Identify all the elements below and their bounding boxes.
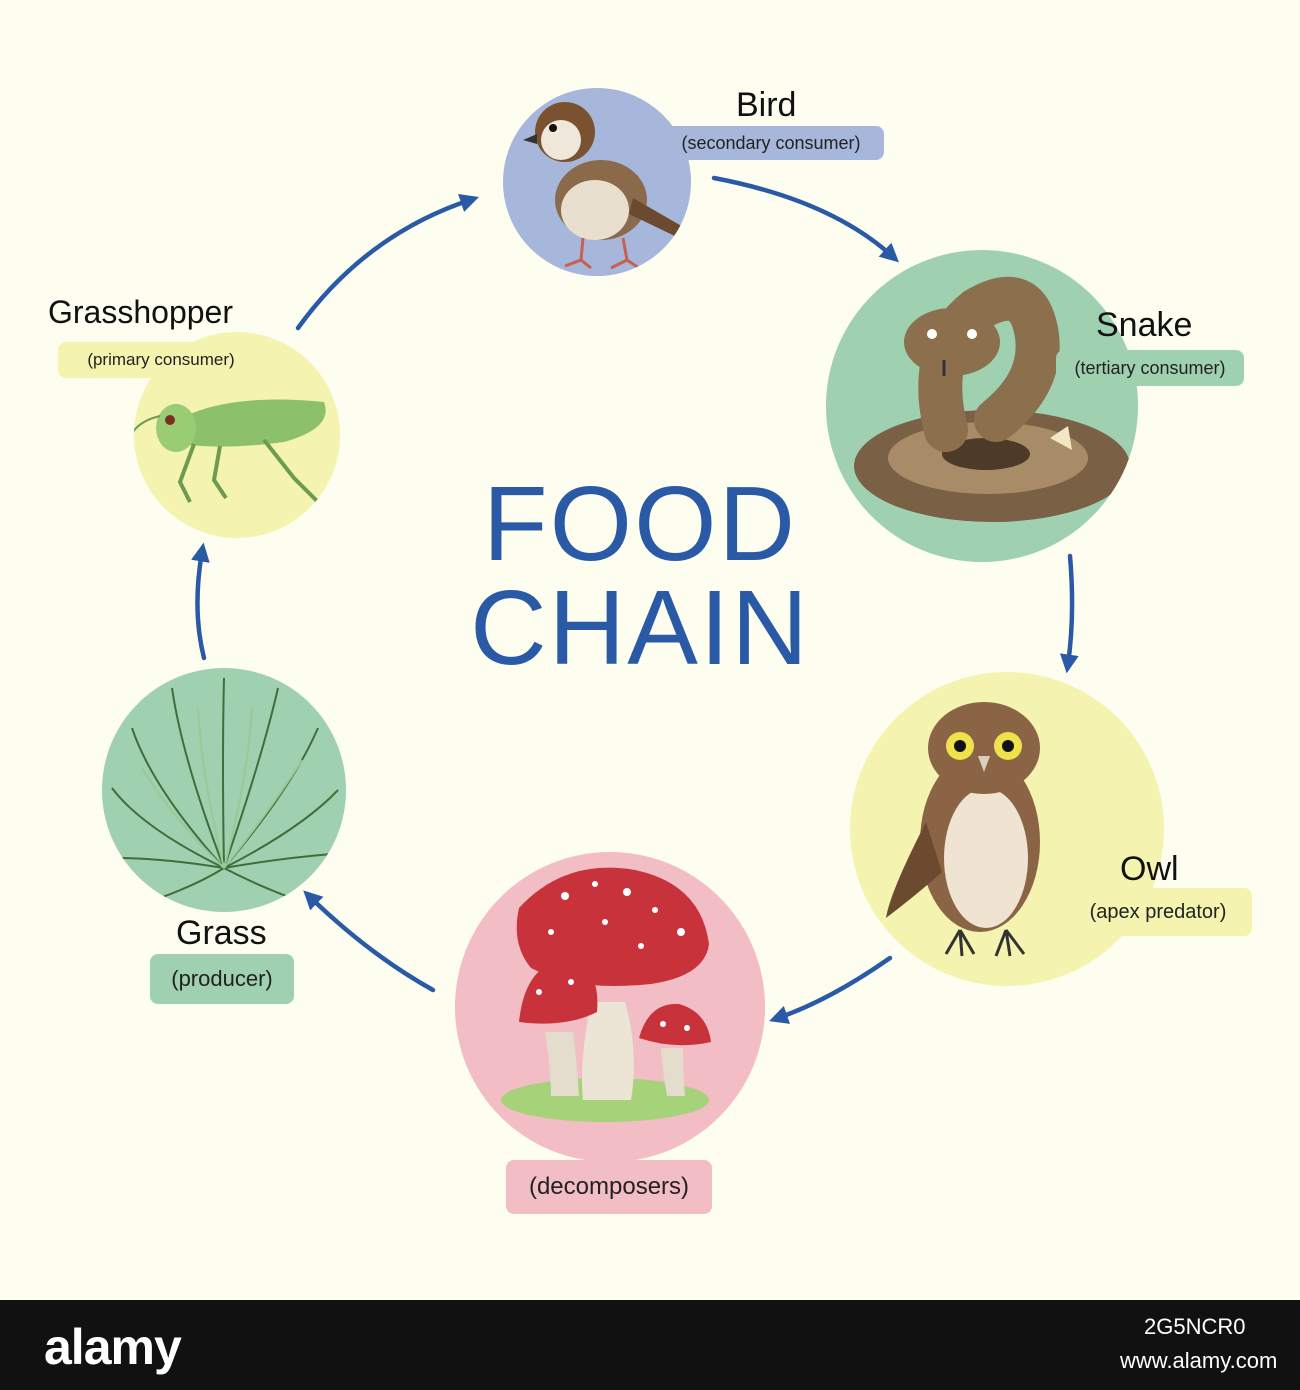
grass-role-badge: (producer) [150, 954, 294, 1004]
source-url: www.alamy.com [1120, 1348, 1278, 1373]
arrow-snake-to-owl [1059, 553, 1079, 674]
food-chain-diagram: FOOD CHAIN Bird (secondary consumer) [48, 86, 1252, 1214]
arrow-grass-to-grasshopper [191, 542, 210, 661]
grasshopper-illustration [134, 399, 326, 510]
grass-illustration [111, 677, 339, 905]
watermark-footer: alamy 2G5NCR0 www.alamy.com [0, 1300, 1300, 1390]
title-line-1: FOOD [482, 465, 798, 583]
grass-name: Grass [176, 914, 267, 952]
arrow-grasshopper-to-bird [295, 194, 479, 331]
decomposers-role-badge: (decomposers) [506, 1160, 712, 1214]
snake-node [826, 250, 1138, 562]
snake-name: Snake [1096, 306, 1193, 344]
mushroom-node [455, 852, 765, 1162]
arrow-bird-to-snake [711, 175, 900, 263]
image-id: 2G5NCR0 [1144, 1314, 1246, 1339]
bird-node [503, 88, 691, 276]
owl-illustration [886, 702, 1040, 957]
arrow-mushroom-to-grass [303, 890, 436, 993]
owl-node [850, 672, 1164, 986]
arrow-owl-to-mushroom [769, 955, 893, 1024]
owl-role-badge: (apex predator) [1064, 888, 1252, 936]
title-line-2: CHAIN [470, 569, 810, 687]
mushroom-illustration [501, 867, 711, 1122]
snake-illustration [854, 276, 1130, 522]
grasshopper-name: Grasshopper [48, 294, 233, 330]
bird-role-badge: (secondary consumer) [658, 126, 884, 160]
bird-name: Bird [736, 86, 797, 124]
alamy-logo: alamy [44, 1319, 182, 1375]
bird-illustration [523, 102, 685, 270]
grasshopper-role-badge: (primary consumer) [58, 342, 264, 378]
grass-node [102, 668, 346, 912]
snake-role-badge: (tertiary consumer) [1056, 350, 1244, 386]
owl-name: Owl [1120, 850, 1179, 888]
diagram-title: FOOD CHAIN [400, 465, 880, 687]
